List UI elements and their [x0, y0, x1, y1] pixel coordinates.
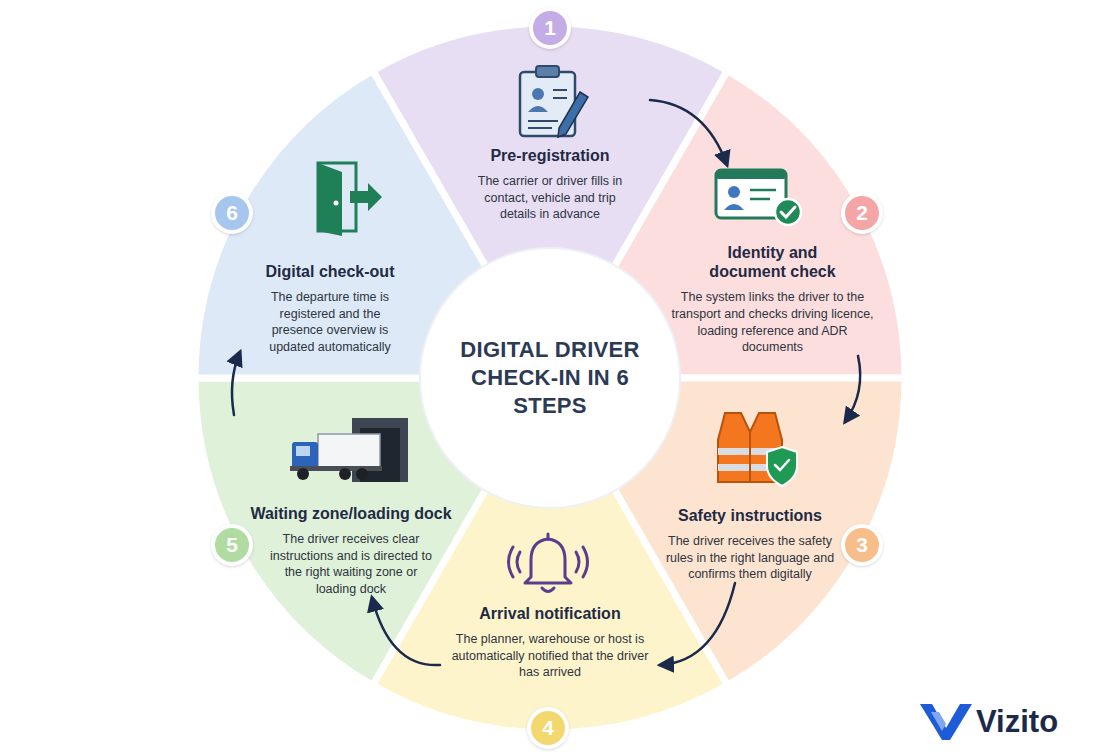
step-panel: Arrival notificationThe planner, warehou… [440, 532, 660, 681]
truck-dock-icon [290, 418, 408, 482]
step-heading: Digital check-out [240, 262, 420, 281]
flow-arrow [232, 352, 240, 415]
step-panel: Identity and document checkThe system li… [665, 165, 880, 356]
step-description: The departure time is registered and the… [255, 289, 405, 356]
step-panel: Digital check-outThe departure time is r… [240, 158, 420, 356]
id-card-icon [716, 170, 801, 225]
step-number-circle: 1 [529, 7, 571, 49]
flow-arrow [372, 598, 440, 665]
step-number: 3 [856, 533, 868, 557]
clipboard-icon [520, 66, 588, 137]
step-panel: Safety instructionsThe driver receives t… [655, 408, 845, 583]
diagram-title: DIGITAL DRIVER CHECK-IN IN 6 STEPS [455, 336, 645, 420]
step-number-circle: 5 [211, 524, 253, 566]
step-heading: Pre-registration [455, 146, 645, 165]
step-number: 2 [856, 201, 868, 225]
step-panel: Waiting zone/loading dockThe driver rece… [228, 415, 474, 598]
step-description: The driver receives clear instructions a… [266, 531, 436, 598]
step-number-circle: 4 [527, 707, 569, 749]
step-number: 6 [226, 201, 238, 225]
exit-door-icon [318, 163, 382, 236]
safety-vest-icon [718, 413, 797, 486]
step-description: The system links the driver to the trans… [667, 289, 879, 356]
step-number-circle: 3 [841, 524, 883, 566]
center-circle [420, 248, 680, 508]
step-heading: Safety instructions [655, 506, 845, 525]
step-number-circle: 2 [841, 192, 883, 234]
step-description: The planner, warehouse or host is automa… [451, 631, 649, 681]
step-number: 1 [544, 16, 556, 40]
brand-logo-text: Vizito [976, 704, 1058, 740]
step-description: The driver receives the safety rules in … [665, 533, 835, 583]
step-number: 4 [542, 716, 554, 740]
step-number-circle: 6 [211, 192, 253, 234]
step-heading: Identity and document check [693, 243, 853, 281]
step-heading: Arrival notification [445, 604, 655, 623]
flow-arrow [660, 583, 735, 665]
logo-mark [920, 704, 972, 740]
step-panel: Pre-registrationThe carrier or driver fi… [450, 62, 650, 223]
flow-arrow [845, 356, 860, 422]
step-number: 5 [226, 533, 238, 557]
bell-icon [509, 534, 588, 592]
step-description: The carrier or driver fills in contact, … [466, 173, 634, 223]
step-heading: Waiting zone/loading dock [228, 504, 474, 523]
flow-arrow [650, 100, 727, 165]
